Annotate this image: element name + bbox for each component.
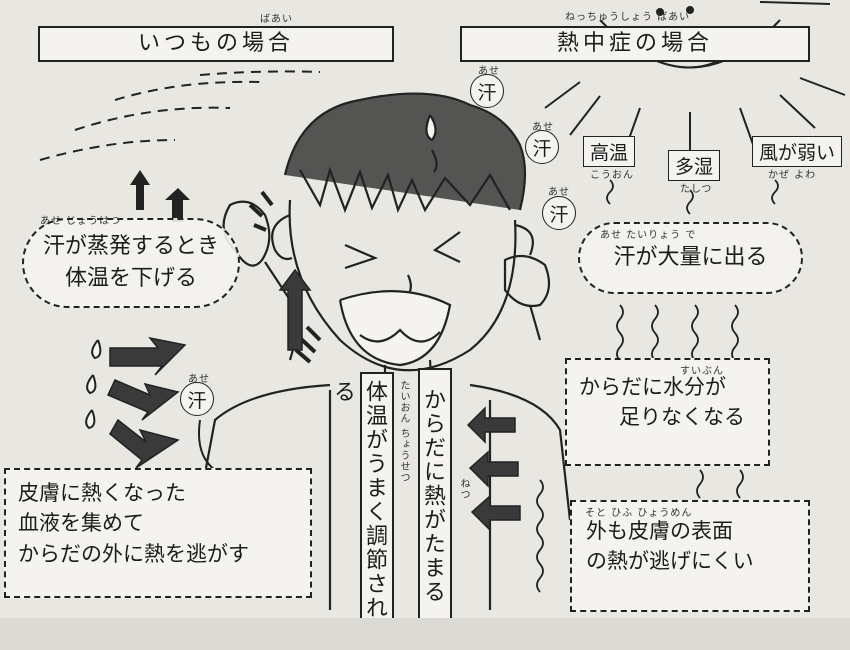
evaporation-line-1: 汗が蒸発するとき: [42, 234, 219, 260]
title-heatstroke-case: 熱中症の場合: [460, 26, 810, 62]
sweat-drops: [85, 339, 102, 430]
evaporation-line-2: 体温を下げる: [64, 266, 197, 291]
sweat-mark-ruby: あせ: [478, 66, 500, 77]
heavy-sweat-cloud: 汗が大量に出る: [578, 222, 803, 294]
vertical-label-heat-builds-up: からだに熱がたまる: [418, 368, 452, 624]
sweat-mark: 汗: [470, 74, 504, 108]
condition-ruby: こうおん: [590, 170, 634, 181]
skin-heat-line-1: 皮膚に熱くなった: [18, 481, 186, 505]
skin-surface-ruby-1: そと ひふ ひょうめん: [585, 508, 693, 519]
vertical-label-heat-builds-up-text: からだに熱がたまる: [420, 388, 445, 604]
page-bottom-edge: [0, 618, 850, 650]
condition-label: 風が弱い: [759, 142, 836, 164]
up-arrow: [278, 268, 312, 351]
condition-ruby: たしつ: [680, 184, 713, 195]
heat-up-arrows: [130, 170, 190, 222]
skin-surface-box: 外も皮膚の表面 の熱が逃げにくい: [570, 500, 810, 612]
sweat-mark-ruby: あせ: [188, 374, 210, 385]
water-deficit-line-1: からだに水分が: [579, 375, 726, 399]
sweat-mark: 汗: [525, 130, 559, 164]
title-normal-case: いつもの場合: [38, 26, 394, 62]
connector-line: [198, 419, 216, 471]
condition-ruby: かぜ よわ: [768, 170, 817, 181]
condition-label: 多湿: [675, 156, 714, 178]
heavy-sweat-text: 汗が大量に出る: [613, 245, 768, 271]
vertical-label-heat-builds-up-ruby: ねつ: [458, 478, 469, 500]
skin-heat-line-2: 血液を集めて: [18, 511, 144, 536]
skin-heat-line-3: からだの外に熱を逃がす: [18, 541, 249, 566]
water-deficit-ruby: すいぶん: [680, 366, 724, 377]
heat-marks: [248, 190, 322, 364]
sweat-mark-text: 汗: [549, 203, 569, 226]
condition-label: 高温: [590, 142, 629, 164]
skin-surface-line-2: の熱が逃げにくい: [586, 549, 754, 574]
evaporation-ruby-1: あせ じょうはつ: [40, 216, 122, 227]
title-heatstroke-case-ruby: ねっちゅうしょう ばあい: [565, 12, 691, 23]
inward-arrows: [466, 406, 521, 532]
skin-heat-release-box: 皮膚に熱くなった 血液を集めて からだの外に熱を逃がす: [4, 468, 312, 598]
sweat-mark-text: 汗: [187, 389, 207, 412]
condition-high-humidity: 多湿: [668, 150, 721, 181]
diagonal-arrows-left: [106, 336, 187, 469]
sweat-mark-text: 汗: [477, 81, 497, 104]
condition-high-temp: 高温: [583, 136, 636, 167]
sweat-mark: 汗: [180, 382, 214, 416]
title-normal-case-text: いつもの場合: [137, 31, 294, 57]
heat-waves: [536, 179, 779, 593]
sweat-mark: 汗: [542, 196, 576, 230]
boy-illustration: [198, 92, 572, 610]
sweat-mark-text: 汗: [532, 137, 552, 160]
vertical-label-temperature-regulated: 体温がうまく調節される: [330, 372, 394, 646]
water-deficit-box: からだに水分が 足りなくなる: [565, 358, 770, 466]
vertical-label-temperature-regulated-ruby: たいおん ちょうせつ: [398, 380, 409, 484]
sweat-mark-ruby: あせ: [548, 187, 570, 198]
water-deficit-line-2: 足りなくなる: [619, 405, 745, 430]
condition-weak-wind: 風が弱い: [752, 136, 843, 167]
title-heatstroke-case-text: 熱中症の場合: [556, 31, 713, 57]
vertical-label-temperature-regulated-text: 体温がうまく調節される: [330, 380, 387, 620]
wind-lines: [39, 70, 321, 161]
title-normal-case-ruby: ばあい: [260, 14, 293, 25]
sweat-mark-ruby: あせ: [532, 122, 554, 133]
heavy-sweat-ruby: あせ たいりょう で: [600, 230, 697, 241]
evaporation-cloud: 汗が蒸発するとき 体温を下げる: [22, 218, 240, 308]
skin-surface-line-1: 外も皮膚の表面: [586, 519, 733, 543]
